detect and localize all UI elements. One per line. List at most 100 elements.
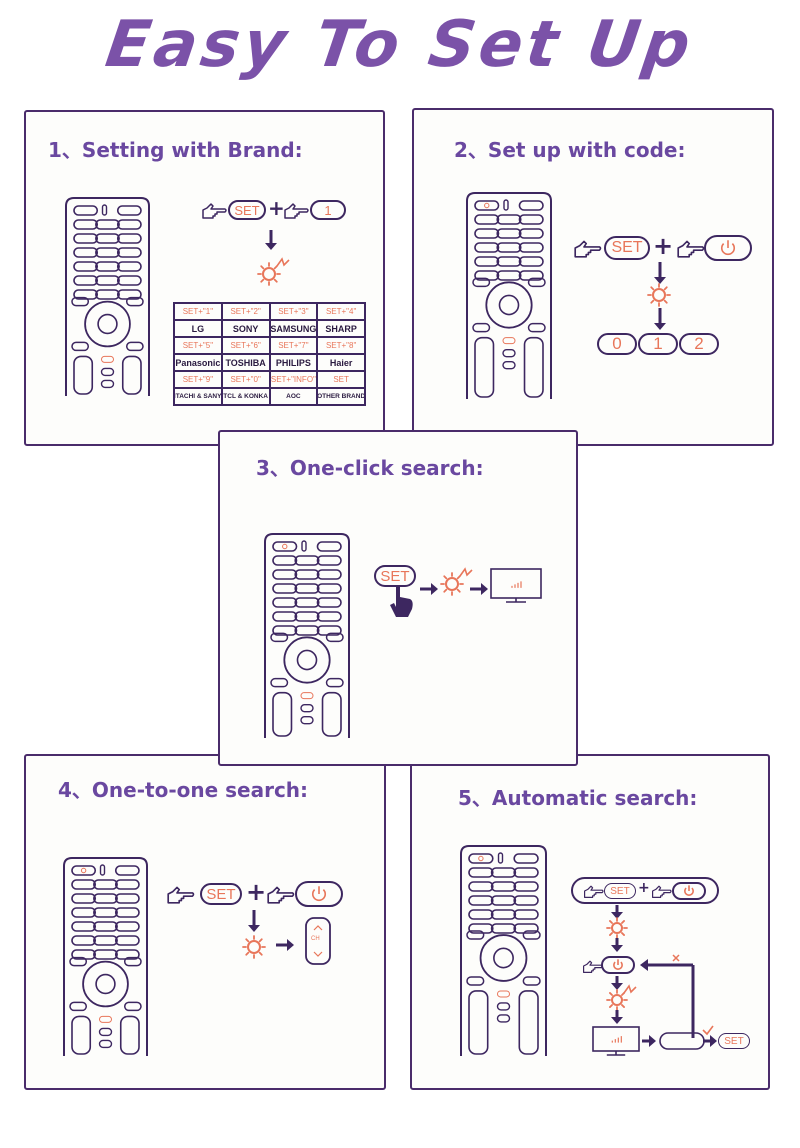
remote-key	[502, 348, 516, 358]
pointing-hand-icon	[677, 240, 705, 258]
hand-outline	[574, 240, 602, 258]
arrow-down-icon	[654, 308, 666, 330]
light-ray	[621, 1004, 625, 1008]
remote-key	[496, 242, 522, 253]
volume-rocker	[272, 691, 293, 737]
remote-control-icon	[264, 533, 350, 738]
arrow-right-icon	[420, 583, 438, 595]
arrow-right-icon	[703, 1035, 717, 1047]
remote-key	[468, 909, 494, 920]
light-ray	[273, 265, 278, 270]
volume-rocker	[73, 355, 94, 395]
hand-outline	[167, 886, 195, 904]
light-core	[247, 940, 261, 954]
remote-key	[71, 341, 90, 352]
remote-key	[316, 611, 342, 622]
remote-key	[272, 583, 298, 594]
channel-down-icon	[313, 951, 323, 957]
remote-key	[95, 219, 120, 230]
remote-key	[472, 277, 491, 288]
tv-icon	[490, 568, 542, 603]
indicator-flash-icon	[257, 257, 290, 286]
remote-key	[496, 1014, 511, 1023]
remote-key	[69, 1001, 88, 1012]
remote-key	[466, 976, 485, 986]
power-symbol	[613, 961, 623, 971]
power-pill	[672, 882, 706, 900]
remote-key	[114, 907, 140, 918]
remote-key	[93, 935, 118, 946]
arrow-head	[654, 277, 666, 284]
brand-key-combo: SET+"0"	[221, 371, 270, 388]
light-ray	[663, 299, 668, 304]
remote-key	[270, 677, 289, 688]
light-ray	[650, 299, 655, 304]
panel-set-up-with-code: 2、Set up with code:	[412, 108, 774, 446]
plus-sign: +	[638, 880, 650, 896]
power-button-icon	[672, 882, 706, 900]
remote-key	[490, 895, 517, 906]
dpad-ring	[479, 934, 528, 982]
set-button: SET	[374, 565, 416, 587]
hand-outline	[583, 960, 603, 974]
channel-label: CH	[311, 936, 320, 942]
hand-outline	[584, 885, 604, 899]
brand-key-combo: SET+"2"	[221, 303, 270, 320]
remote-key	[93, 907, 118, 918]
remote-key	[93, 921, 118, 932]
light-core	[652, 288, 666, 302]
tv-screen	[490, 568, 542, 599]
remote-key	[125, 341, 144, 352]
remote-key	[497, 852, 504, 864]
remote-key	[474, 228, 500, 239]
step-capsule	[571, 877, 719, 904]
remote-key	[527, 322, 546, 333]
pointing-hand-icon	[574, 240, 602, 258]
remote-key	[474, 214, 500, 225]
remote-body	[65, 197, 150, 396]
arrow-down-icon	[611, 976, 623, 990]
indicator-flash-icon	[606, 984, 637, 1011]
brand-key-combo: SET+"8"	[317, 337, 365, 354]
remote-key	[466, 930, 485, 940]
set-button: SET	[604, 883, 636, 899]
channel-rocker	[518, 990, 539, 1055]
remote-key	[98, 1039, 113, 1049]
pointing-hand-icon	[284, 203, 309, 219]
brand-key-combo: SET+"6"	[221, 337, 270, 354]
remote-key	[503, 199, 509, 211]
remote-key	[513, 853, 539, 864]
brand-name: Haier	[317, 354, 365, 371]
dpad-ring	[82, 960, 129, 1008]
light-ray	[650, 286, 655, 291]
remote-key	[73, 205, 99, 216]
power-pill	[601, 956, 635, 974]
remote-key	[100, 379, 115, 389]
power-icon	[282, 543, 288, 550]
light-ray	[273, 278, 278, 283]
remote-key	[496, 228, 522, 239]
remote-key	[270, 632, 289, 643]
light-ray	[663, 286, 668, 291]
arrow-head	[611, 983, 623, 990]
remote-key	[527, 277, 546, 288]
remote-key	[114, 935, 140, 946]
volume-rocker	[71, 1015, 92, 1055]
remote-key	[116, 205, 142, 216]
hand-fill	[390, 585, 413, 617]
remote-key	[513, 867, 539, 878]
code-digit-0: 0	[597, 333, 637, 355]
remote-key	[518, 256, 544, 267]
remote-key	[513, 895, 539, 906]
pointing-hand-icon	[167, 886, 195, 904]
brand-key-combo: SET+"INFO"	[269, 371, 318, 388]
remote-key	[73, 247, 99, 258]
set-key	[99, 1015, 112, 1023]
light-ray	[621, 992, 625, 996]
code-digit-1: 1	[638, 333, 678, 355]
remote-key	[95, 275, 120, 286]
remote-key	[496, 214, 522, 225]
remote-body	[264, 533, 350, 738]
light-core	[262, 267, 276, 281]
